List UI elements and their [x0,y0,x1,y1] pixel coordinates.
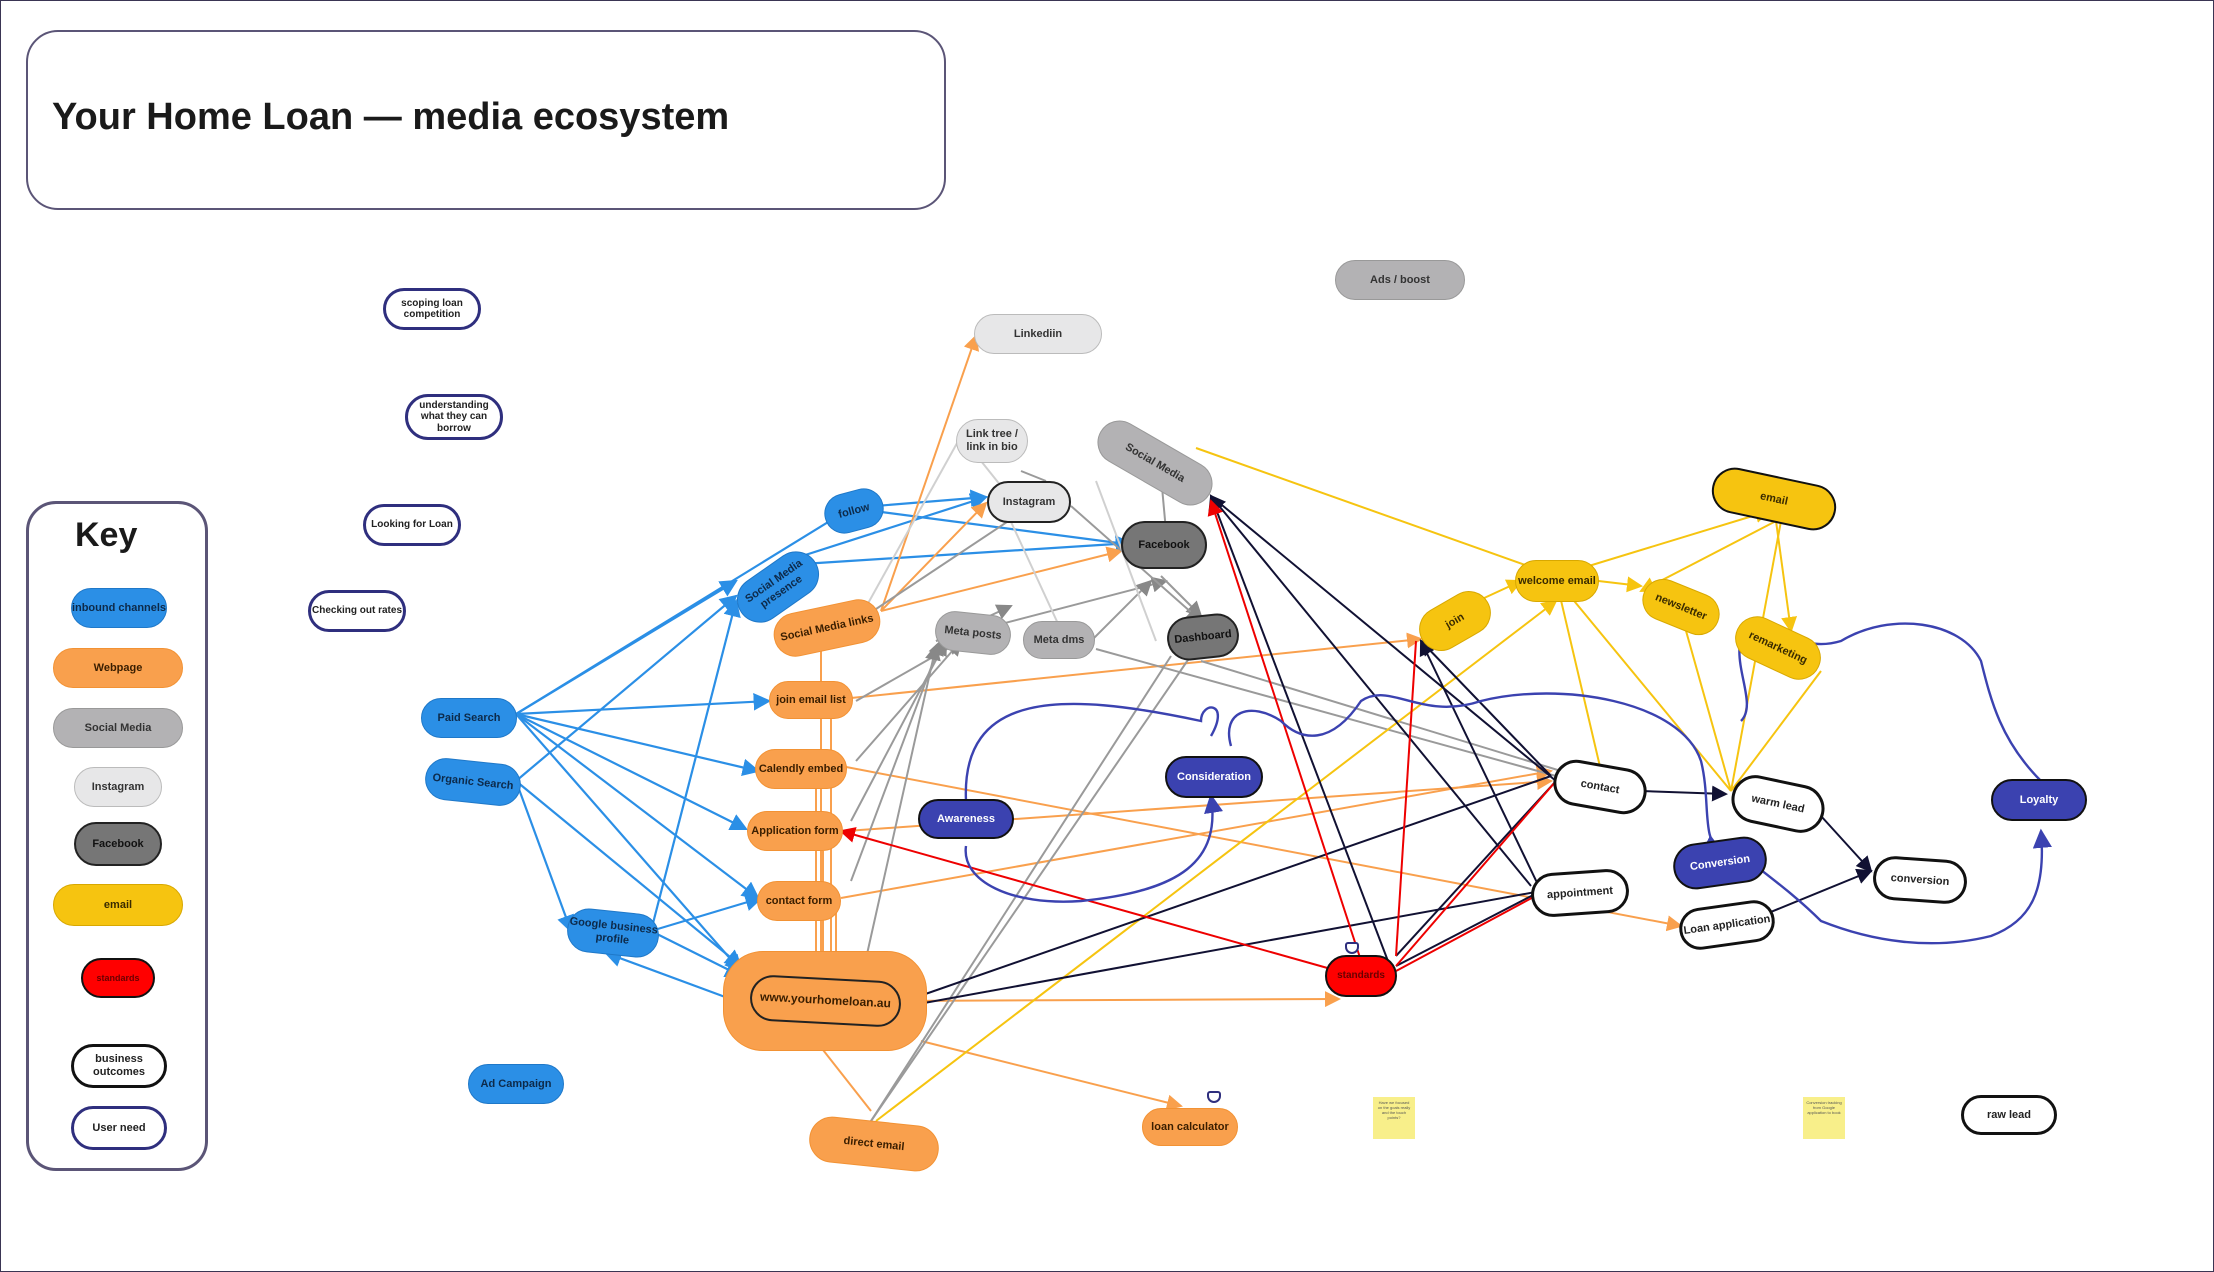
page-title: Your Home Loan — media ecosystem [52,96,730,138]
journey-path [964,618,2052,945]
sticky-note[interactable]: Conversion tracking from Google applicat… [1803,1097,1845,1139]
awareness-stage-node[interactable]: Awareness [918,799,1014,839]
legend-standards: standards [81,958,155,998]
legend-business-outcomes: business outcomes [71,1044,167,1088]
user-need-rates[interactable]: Checking out rates [308,590,406,632]
application-form-node[interactable]: Application form [747,811,843,851]
loyalty-stage-node[interactable]: Loyalty [1991,779,2087,821]
title-box: Your Home Loan — media ecosystem [26,30,946,210]
inbound-connectors [514,489,1144,1003]
instagram-node[interactable]: Instagram [987,481,1071,523]
ad-campaign-node[interactable]: Ad Campaign [468,1064,564,1104]
facebook-node[interactable]: Facebook [1121,521,1207,569]
user-need-borrow[interactable]: understanding what they can borrow [405,394,503,440]
website-node[interactable]: www.yourhomeloan.au [723,951,927,1051]
raw-lead-outcome-node[interactable]: raw lead [1961,1095,2057,1135]
legend-facebook: Facebook [74,822,162,866]
conversion-outcome-node[interactable]: conversion [1871,854,1969,906]
comment-marker-icon[interactable] [1207,1091,1221,1103]
website-url[interactable]: www.yourhomeloan.au [748,974,902,1028]
legend-panel: Key [26,501,208,1171]
join-email-list-node[interactable]: join email list [769,681,853,719]
legend-email: email [53,884,183,926]
loan-calculator-node[interactable]: loan calculator [1142,1108,1238,1146]
consideration-stage-node[interactable]: Consideration [1165,756,1263,798]
linkedin-node[interactable]: Linkediin [974,314,1102,354]
standards-node[interactable]: standards [1325,955,1397,997]
appointment-outcome-node[interactable]: appointment [1529,867,1631,919]
welcome-email-node[interactable]: welcome email [1515,560,1599,602]
paid-search-node[interactable]: Paid Search [421,698,517,738]
email-connectors [875,447,1822,1122]
ads-boost-node[interactable]: Ads / boost [1335,260,1465,300]
meta-dms-node[interactable]: Meta dms [1023,621,1095,659]
linktree-node[interactable]: Link tree / link in bio [956,419,1028,463]
legend-user-need: User need [71,1106,167,1150]
legend-social-media: Social Media [53,708,183,748]
social-connectors [850,435,1562,1122]
legend-instagram: Instagram [74,767,162,807]
comment-marker-icon[interactable] [1345,942,1359,954]
legend-webpage: Webpage [53,648,183,688]
user-need-scoping[interactable]: scoping loan competition [383,288,481,330]
webpage-connectors [815,334,1683,1112]
legend-inbound-channels: inbound channels [71,588,167,628]
user-need-looking[interactable]: Looking for Loan [363,504,461,546]
outcome-connectors [889,494,1873,1015]
standards-connectors [839,499,1557,977]
calendly-embed-node[interactable]: Calendly embed [755,749,847,789]
sticky-note[interactable]: Have we focused on the goals really and … [1373,1097,1415,1139]
legend-heading: Key [75,516,138,554]
contact-form-node[interactable]: contact form [757,881,841,921]
